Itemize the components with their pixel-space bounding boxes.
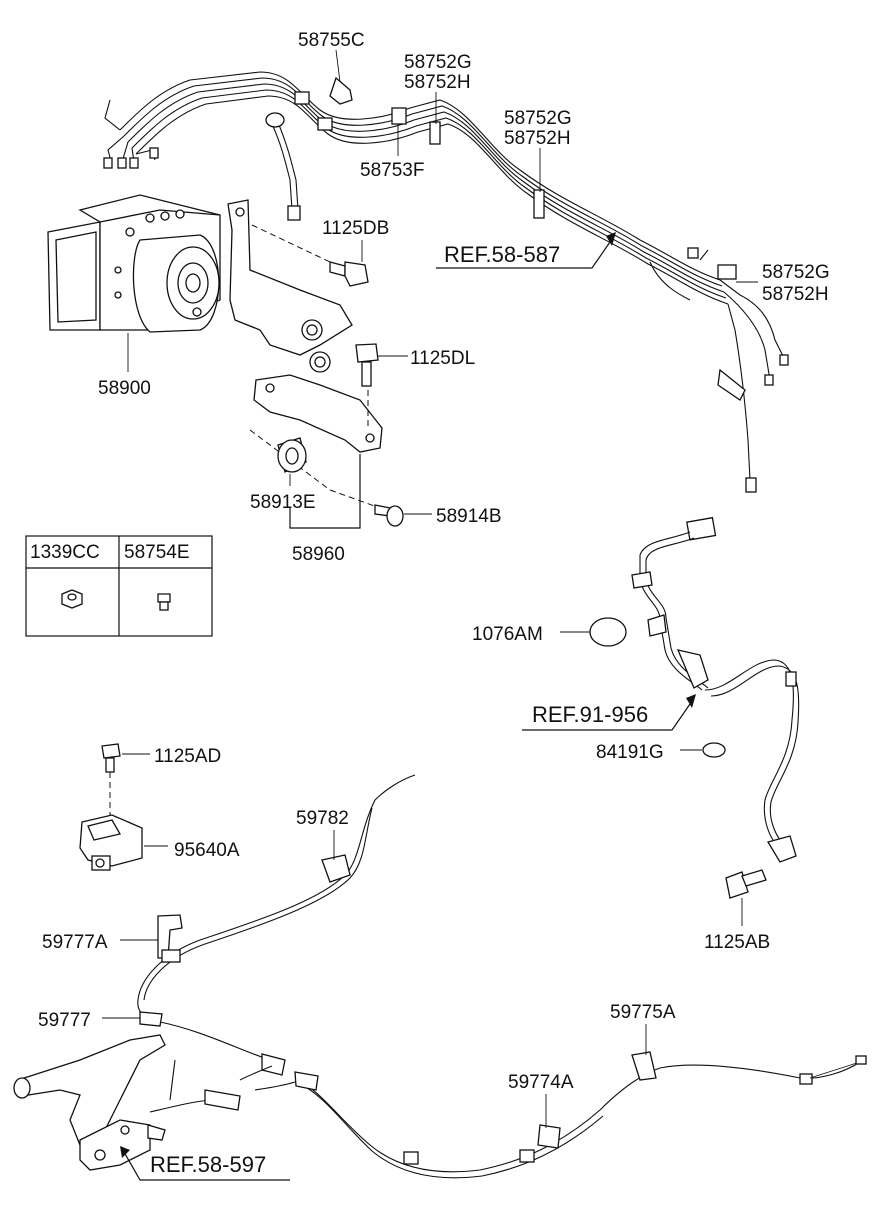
arrow-icon [686, 694, 696, 708]
legend-table [25, 535, 213, 637]
parking-brake-lever [13, 1034, 296, 1171]
label-59777a: 59777A [42, 932, 108, 953]
label-58913e: 58913E [250, 492, 316, 513]
arrow-icon [120, 1146, 130, 1158]
hex-nut-icon [61, 589, 83, 609]
label-1125ab: 1125AB [704, 932, 770, 953]
brake-line-bundle [103, 71, 789, 493]
label-59775a: 59775A [610, 1002, 676, 1023]
label-58914b: 58914B [436, 506, 502, 527]
label-58753f: 58753F [360, 160, 424, 181]
label-58960: 58960 [292, 544, 345, 565]
label-95640a: 95640A [174, 840, 240, 861]
label-1076am: 1076AM [472, 624, 543, 645]
grommet-84191g [680, 742, 726, 758]
fastener-58914b [374, 504, 432, 527]
label-1125ad: 1125AD [154, 746, 221, 767]
table-col-1339cc: 1339CC [30, 542, 100, 563]
table-col-58754e: 58754E [124, 542, 190, 563]
bolt-1125dl [355, 343, 408, 387]
label-58752h-a: 58752H [404, 72, 471, 93]
ref-91-956-leader [522, 703, 691, 731]
label-58755c: 58755C [298, 30, 365, 51]
label-58752g-a: 58752G [404, 52, 472, 73]
arrow-icon [606, 232, 616, 246]
label-1125db: 1125DB [322, 218, 389, 239]
group-bracket-line [289, 454, 361, 529]
label-58752g-b: 58752G [504, 108, 572, 129]
ref-58-587-leader [436, 241, 611, 269]
label-84191g: 84191G [596, 742, 664, 763]
label-1125dl: 1125DL [410, 348, 475, 369]
label-59777: 59777 [38, 1010, 91, 1031]
parking-brake-cables [137, 774, 867, 1179]
ref-58-587: REF.58-587 [444, 242, 560, 267]
label-59774a: 59774A [508, 1072, 574, 1093]
label-58752h-c: 58752H [762, 284, 829, 305]
ref-58-597-leader [123, 1151, 290, 1181]
ref-91-956: REF.91-956 [532, 702, 648, 727]
bolt-1125db [329, 240, 369, 287]
sensor-95640a [79, 814, 168, 871]
ref-58-597: REF.58-597 [150, 1152, 266, 1177]
label-58900: 58900 [98, 378, 151, 399]
label-58752g-c: 58752G [762, 262, 830, 283]
wheel-speed-sensor-cable [631, 516, 800, 863]
label-58752h-b: 58752H [504, 128, 571, 149]
cap-1076am [560, 617, 627, 647]
bolt-1125ab [725, 869, 767, 926]
bolt-1125ad [101, 743, 150, 815]
grommet-58913e [277, 437, 307, 486]
bolt-icon [157, 593, 171, 611]
label-59782: 59782 [296, 808, 349, 829]
abs-module [47, 194, 221, 372]
